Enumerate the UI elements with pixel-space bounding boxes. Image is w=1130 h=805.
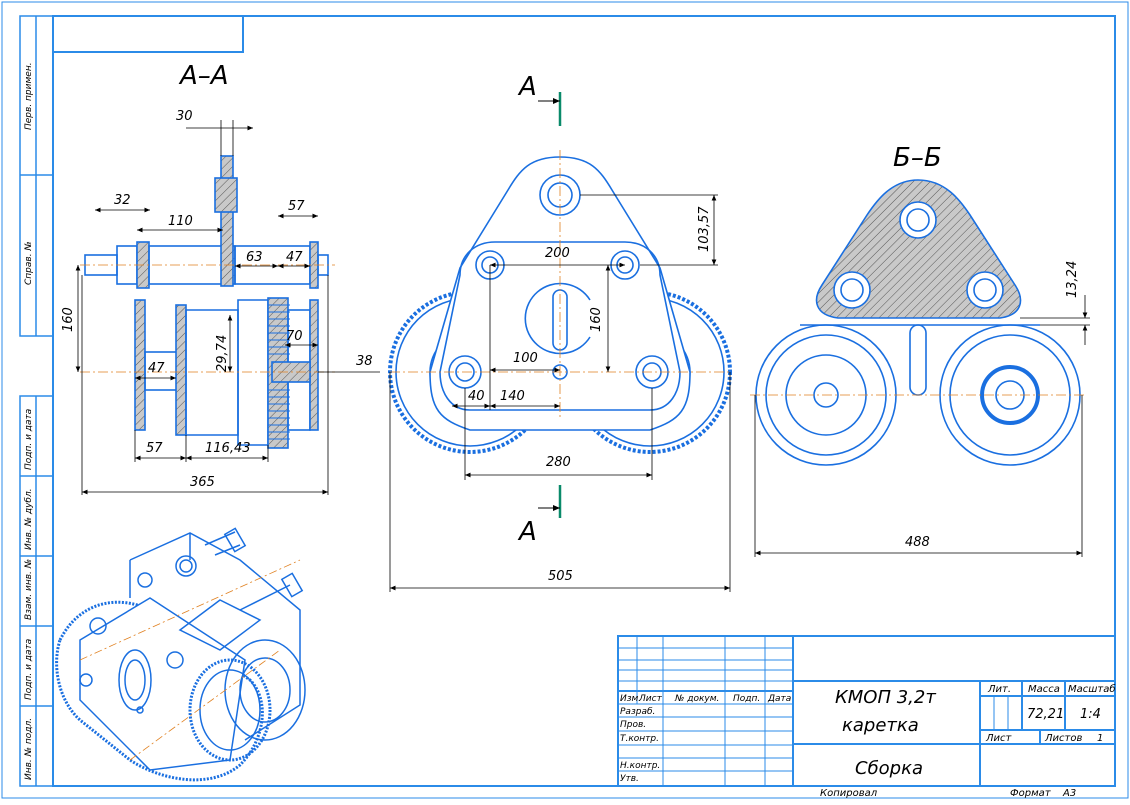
cut-marks: А А [517, 72, 562, 547]
title-block-text: Изм. Лист № докум. Подп. Дата Разраб. Пр… [620, 683, 1116, 799]
dim-488: 488 [905, 535, 930, 550]
tb-mass-value: 72,21 [1027, 707, 1064, 722]
side-stamp-labels: Перв. примен. Справ. № Подп. и дата Инв.… [24, 62, 34, 780]
tb-role-utv: Утв. [620, 774, 639, 784]
dim-365: 365 [190, 475, 215, 490]
section-bb-dim-labels: Б–Б 13,24 488 [893, 143, 1080, 550]
section-bb-title: Б–Б [893, 143, 942, 173]
section-aa-axes [80, 264, 335, 373]
dim-29-74: 29,74 [215, 335, 230, 372]
dim-70: 70 [286, 329, 303, 344]
dim-100: 100 [513, 351, 538, 366]
dim-30: 30 [176, 109, 193, 124]
title-block-frame [617, 635, 1116, 787]
tb-format-value: А3 [1062, 788, 1076, 799]
dim-200: 200 [545, 246, 570, 261]
tb-header-podp: Подп. [733, 694, 760, 704]
tb-role-prov: Пров. [620, 720, 646, 730]
front-view-axes [390, 150, 730, 420]
front-view-dim-labels: 103,57 200 160 100 40 140 280 505 [468, 206, 712, 584]
section-bb-view [755, 179, 1081, 466]
tb-role-tkontr: Т.контр. [620, 734, 659, 744]
dim-57-bottom: 57 [146, 441, 163, 456]
dim-40: 40 [468, 389, 485, 404]
dim-47-mid: 47 [148, 361, 165, 376]
dim-280: 280 [546, 455, 571, 470]
cut-mark-top: А [517, 72, 537, 102]
dim-13-24: 13,24 [1065, 261, 1080, 298]
stamp-vzam-inv: Взам. инв. № [24, 559, 34, 620]
dim-140: 140 [500, 389, 525, 404]
tb-scale-value: 1:4 [1080, 707, 1101, 722]
dim-103-57: 103,57 [697, 206, 712, 252]
section-aa-dim-labels: А–А 30 32 110 57 63 47 160 29,74 70 38 4… [61, 61, 373, 490]
tb-lit-label: Лит. [987, 684, 1011, 695]
tb-sheets-value: 1 [1097, 733, 1103, 744]
tb-sheets-label: Листов [1044, 733, 1082, 744]
stamp-inv-podl: Инв. № подл. [24, 718, 34, 780]
tb-document-name: Сборка [855, 758, 923, 779]
tb-header-list: Лист [638, 694, 663, 704]
tb-scale-label: Масштаб [1068, 683, 1116, 695]
stamp-podp-data-2: Подп. и дата [24, 639, 34, 700]
title-block-grid [618, 636, 1009, 786]
dim-57-top: 57 [288, 199, 305, 214]
dim-505: 505 [548, 569, 573, 584]
tb-header-dokum: № докум. [674, 694, 719, 704]
tb-mass-label: Масса [1028, 684, 1060, 695]
tb-role-nkontr: Н.контр. [620, 761, 660, 771]
tb-designation-1: КМОП 3,2т [835, 687, 936, 708]
tb-sheet-label: Лист [985, 733, 1013, 744]
isometric-view [55, 527, 306, 782]
front-view-dimensions [389, 194, 731, 592]
tb-designation-2: каретка [842, 715, 919, 736]
tb-header-data: Дата [767, 694, 791, 704]
dim-160-front: 160 [589, 307, 604, 332]
tb-format-label: Формат [1010, 788, 1052, 799]
dim-38: 38 [356, 354, 373, 369]
dim-116-43: 116,43 [205, 441, 251, 456]
stamp-inv-dubl: Инв. № дубл. [24, 488, 34, 550]
stamp-sprav: Справ. № [24, 241, 34, 285]
isometric-axes [79, 559, 301, 761]
tb-copied: Копировал [820, 788, 878, 799]
tb-role-razrab: Разраб. [620, 707, 655, 717]
side-stamp-column [19, 15, 54, 787]
dim-32: 32 [114, 193, 131, 208]
section-aa-title: А–А [178, 61, 229, 91]
dim-47-top: 47 [286, 250, 303, 265]
stamp-podp-data-1: Подп. и дата [24, 409, 34, 470]
dim-110: 110 [168, 214, 193, 229]
tb-header-izm: Изм. [620, 694, 641, 704]
stamp-perv-primen: Перв. примен. [24, 62, 34, 130]
dim-63: 63 [246, 250, 263, 265]
section-bb-dimensions [754, 295, 1090, 557]
dim-160: 160 [61, 307, 76, 332]
section-aa-dimensions [75, 120, 380, 495]
cut-mark-bottom: А [517, 517, 537, 547]
